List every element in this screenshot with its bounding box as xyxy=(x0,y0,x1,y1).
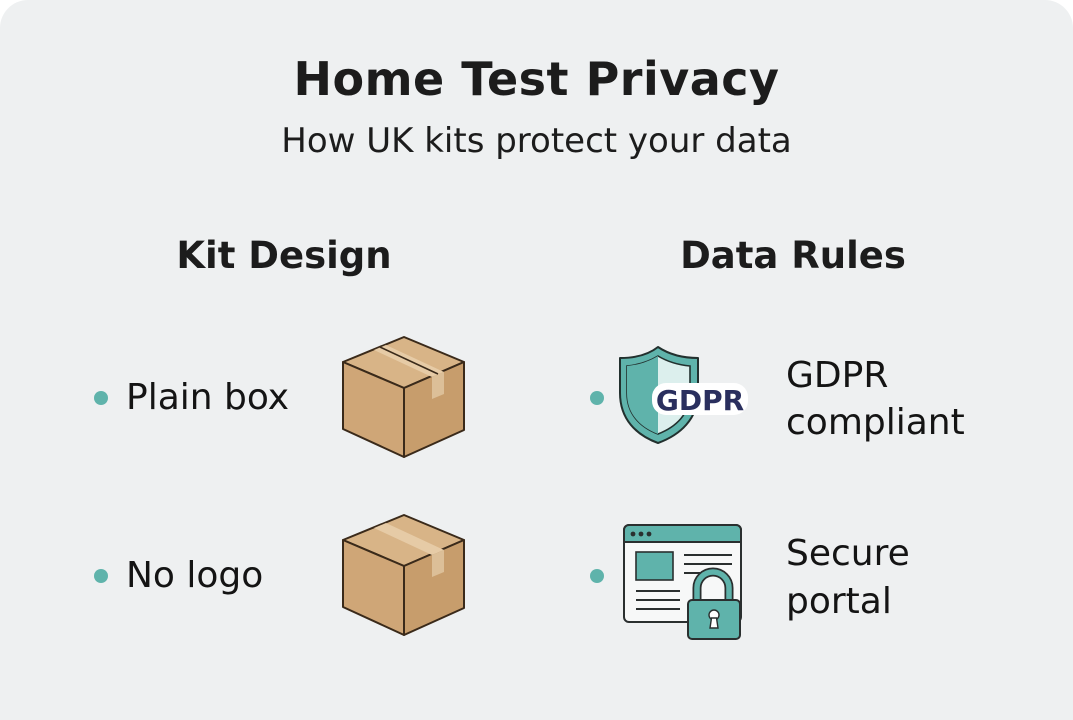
bullet-icon xyxy=(94,569,108,583)
bullet-icon xyxy=(590,391,604,405)
bullet-icon xyxy=(94,391,108,405)
item-label-line2: compliant xyxy=(786,402,965,443)
bullet-icon xyxy=(590,569,604,583)
svg-text:GDPR: GDPR xyxy=(656,384,744,417)
item-label-line1: Secure xyxy=(786,533,910,574)
column-heading-kit-design: Kit Design xyxy=(176,234,392,277)
cardboard-box-icon xyxy=(342,336,465,458)
page-subtitle: How UK kits protect your data xyxy=(281,121,792,161)
item-label-line1: GDPR xyxy=(786,355,889,396)
item-label: Plain box xyxy=(126,377,290,418)
cardboard-box-icon xyxy=(342,514,465,636)
secure-browser-lock-icon xyxy=(623,524,742,640)
gdpr-shield-icon: GDPR xyxy=(619,346,748,444)
column-heading-data-rules: Data Rules xyxy=(680,234,906,277)
item-label: No logo xyxy=(126,555,264,596)
page-title: Home Test Privacy xyxy=(293,52,780,106)
item-label-line2: portal xyxy=(786,581,892,622)
